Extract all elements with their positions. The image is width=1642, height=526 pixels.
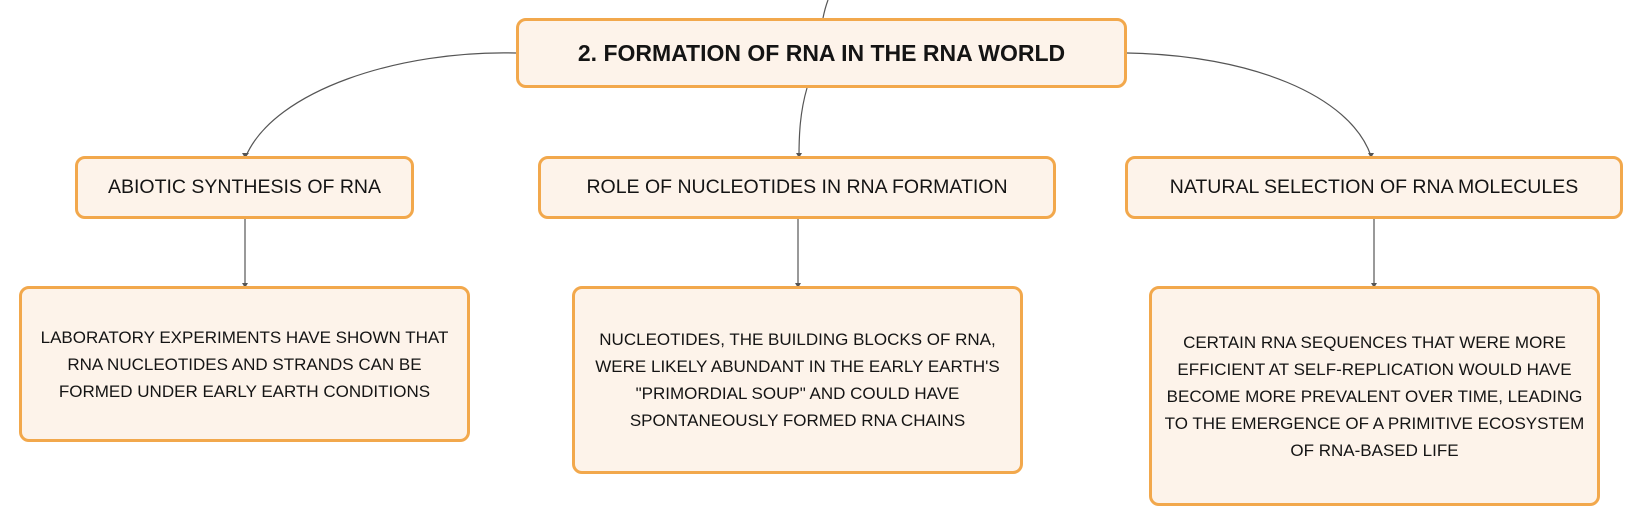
topic-label-natural-selection: NATURAL SELECTION OF RNA MOLECULES [1169, 176, 1579, 198]
detail-text-abiotic-synthesis: LABORATORY EXPERIMENTS HAVE SHOWN THAT R… [40, 327, 449, 401]
connector-root-to-abiotic-synthesis [245, 52, 517, 157]
connector-root-to-nucleotides [798, 87, 808, 157]
arrowhead-nucleotides [796, 153, 802, 158]
detail-node-natural-selection[interactable]: CERTAIN RNA SEQUENCES THAT WERE MORE EFF… [1149, 286, 1600, 506]
connector-parent-to-root [822, 0, 829, 19]
connector-root-to-natural-selection [1126, 52, 1372, 157]
detail-text-natural-selection: CERTAIN RNA SEQUENCES THAT WERE MORE EFF… [1164, 332, 1585, 460]
detail-node-nucleotides[interactable]: NUCLEOTIDES, THE BUILDING BLOCKS OF RNA,… [572, 286, 1023, 474]
topic-node-natural-selection[interactable]: NATURAL SELECTION OF RNA MOLECULES [1125, 156, 1623, 219]
topic-node-abiotic-synthesis[interactable]: ABIOTIC SYNTHESIS OF RNA [75, 156, 414, 219]
detail-text-nucleotides: NUCLEOTIDES, THE BUILDING BLOCKS OF RNA,… [595, 330, 1000, 430]
central-topic-label: 2. FORMATION OF RNA IN THE RNA WORLD [577, 39, 1066, 66]
arrowhead-natural-selection [1368, 153, 1374, 158]
detail-node-abiotic-synthesis[interactable]: LABORATORY EXPERIMENTS HAVE SHOWN THAT R… [19, 286, 470, 442]
topic-node-nucleotides[interactable]: ROLE OF NUCLEOTIDES IN RNA FORMATION [538, 156, 1056, 219]
arrowhead-abiotic-detail [242, 283, 248, 288]
topic-label-abiotic-synthesis: ABIOTIC SYNTHESIS OF RNA [107, 176, 382, 198]
arrowhead-natural-selection-detail [1371, 283, 1377, 288]
topic-label-nucleotides: ROLE OF NUCLEOTIDES IN RNA FORMATION [586, 176, 1008, 198]
central-topic-node[interactable]: 2. FORMATION OF RNA IN THE RNA WORLD [516, 18, 1127, 88]
arrowhead-nucleotides-detail [795, 283, 801, 288]
arrowhead-abiotic-synthesis [242, 153, 249, 158]
